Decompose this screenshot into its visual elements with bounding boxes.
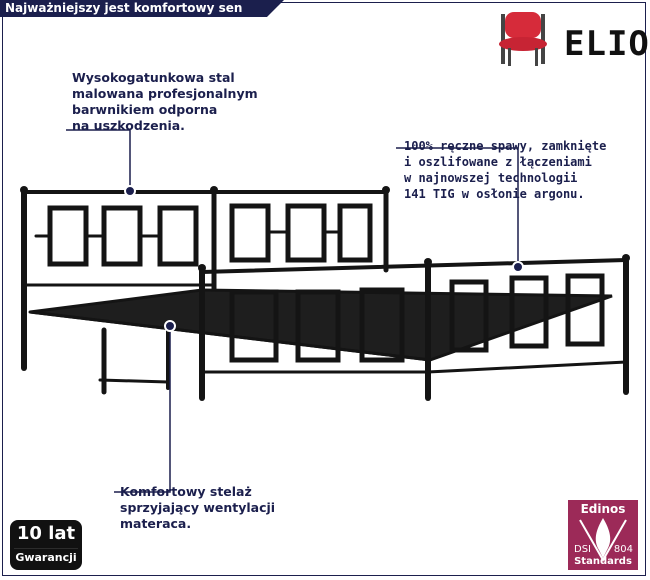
flame-icon (579, 518, 627, 563)
certificate-badge: Edinos DSI 804 Standards (568, 500, 638, 570)
callout-frame: Komfortowy stelaż sprzyjający wentylacji… (120, 484, 276, 531)
warranty-years: 10 lat (16, 523, 76, 544)
warranty-label: Gwarancji (14, 548, 78, 567)
banner-title: Najważniejszy jest komfortowy sen (5, 1, 243, 15)
certificate-left-code: DSI (574, 544, 591, 555)
certificate-right-code: 804 (613, 544, 633, 555)
warranty-badge: 10 lat Gwarancji (10, 520, 82, 570)
callout-steel: Wysokogatunkowa stal malowana profesjona… (72, 70, 258, 133)
brand-logo: ELIOR (564, 24, 650, 64)
certificate-label: Standards (574, 556, 632, 567)
top-banner (0, 0, 284, 17)
certificate-title: Edinos (580, 502, 626, 516)
chair-icon (499, 12, 547, 66)
